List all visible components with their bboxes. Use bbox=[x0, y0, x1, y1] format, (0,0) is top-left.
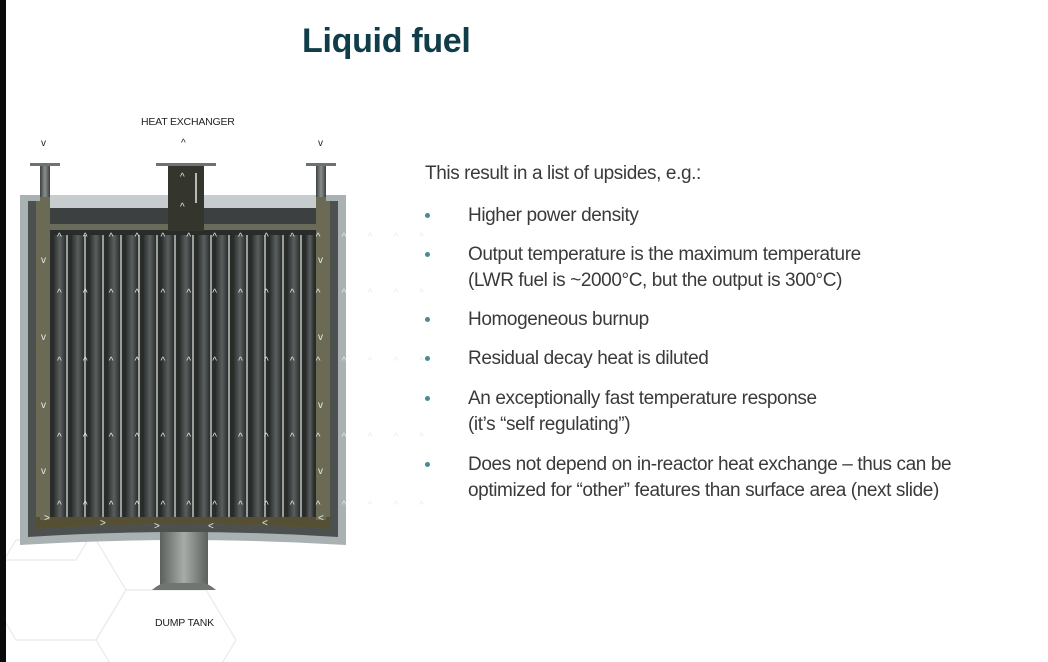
tube-arrow-row-2: ^ ^ ^ ^ ^ ^ ^ ^ ^ ^ ^ ^ ^ ^ ^ bbox=[57, 288, 434, 299]
downcomer-left-arrow-2: v bbox=[41, 332, 46, 343]
bottom-flow-arrow-6: < bbox=[318, 513, 324, 524]
tube-arrow-row-4: ^ ^ ^ ^ ^ ^ ^ ^ ^ ^ ^ ^ ^ ^ ^ bbox=[57, 432, 434, 443]
slide-title: Liquid fuel bbox=[302, 22, 471, 60]
outlet-arrow-lower: ^ bbox=[180, 202, 185, 213]
bullet-dot-icon bbox=[425, 462, 430, 467]
bullet-text: Higher power density bbox=[468, 205, 639, 226]
bullet-dot-icon bbox=[425, 356, 430, 361]
inlet-left-arrow: v bbox=[41, 138, 46, 149]
downcomer-right-arrow-4: v bbox=[318, 466, 323, 477]
intro-text: This result in a list of upsides, e.g.: bbox=[425, 163, 701, 184]
bullet-text: Homogeneous burnup bbox=[468, 309, 649, 330]
left-edge-bar bbox=[0, 0, 6, 662]
downcomer-left-arrow-1: v bbox=[41, 255, 46, 266]
bullet-text: An exceptionally fast temperature respon… bbox=[468, 388, 817, 435]
bullet-dot-icon bbox=[425, 252, 430, 257]
bullet-dot-icon bbox=[425, 396, 430, 401]
bottom-flow-arrow-3: > bbox=[154, 521, 160, 532]
bullet-dot-icon bbox=[425, 317, 430, 322]
bullet-text: Output temperature is the maximum temper… bbox=[468, 244, 861, 291]
downcomer-right-arrow-2: v bbox=[318, 332, 323, 343]
bottom-flow-arrow-5: < bbox=[262, 518, 268, 529]
reactor-vessel-illustration bbox=[20, 163, 346, 590]
dump-tank-label: DUMP TANK bbox=[155, 617, 214, 629]
inlet-right-arrow: v bbox=[318, 138, 323, 149]
bullet-text: Does not depend on in-reactor heat excha… bbox=[468, 454, 952, 501]
bottom-flow-arrow-2: > bbox=[100, 518, 106, 529]
reactor-diagram: HEAT EXCHANGER v ^ v bbox=[6, 100, 424, 640]
downcomer-right-arrow-3: v bbox=[318, 400, 323, 411]
bottom-flow-arrow-4: < bbox=[208, 521, 214, 532]
tube-arrow-row-1: ^ ^ ^ ^ ^ ^ ^ ^ ^ ^ ^ ^ ^ ^ ^ bbox=[57, 232, 434, 243]
downcomer-right-arrow-1: v bbox=[318, 255, 323, 266]
tube-arrow-row-3: ^ ^ ^ ^ ^ ^ ^ ^ ^ ^ ^ ^ ^ ^ ^ bbox=[57, 356, 434, 367]
bullet-text: Residual decay heat is diluted bbox=[468, 348, 709, 369]
bullet-dot-icon bbox=[425, 213, 430, 218]
downcomer-left-arrow-3: v bbox=[41, 400, 46, 411]
outlet-arrow-upper: ^ bbox=[180, 172, 185, 183]
tube-flow-arrows: ^ ^ ^ ^ ^ ^ ^ ^ ^ ^ ^ ^ ^ ^ ^ ^ ^ ^ ^ ^ … bbox=[6, 100, 424, 640]
outlet-center-arrow: ^ bbox=[181, 138, 186, 149]
tube-arrow-row-5: ^ ^ ^ ^ ^ ^ ^ ^ ^ ^ ^ ^ ^ ^ ^ bbox=[57, 500, 434, 511]
downcomer-left-arrow-4: v bbox=[41, 466, 46, 477]
bottom-flow-arrow-1: > bbox=[44, 513, 50, 524]
heat-exchanger-label: HEAT EXCHANGER bbox=[141, 116, 235, 128]
